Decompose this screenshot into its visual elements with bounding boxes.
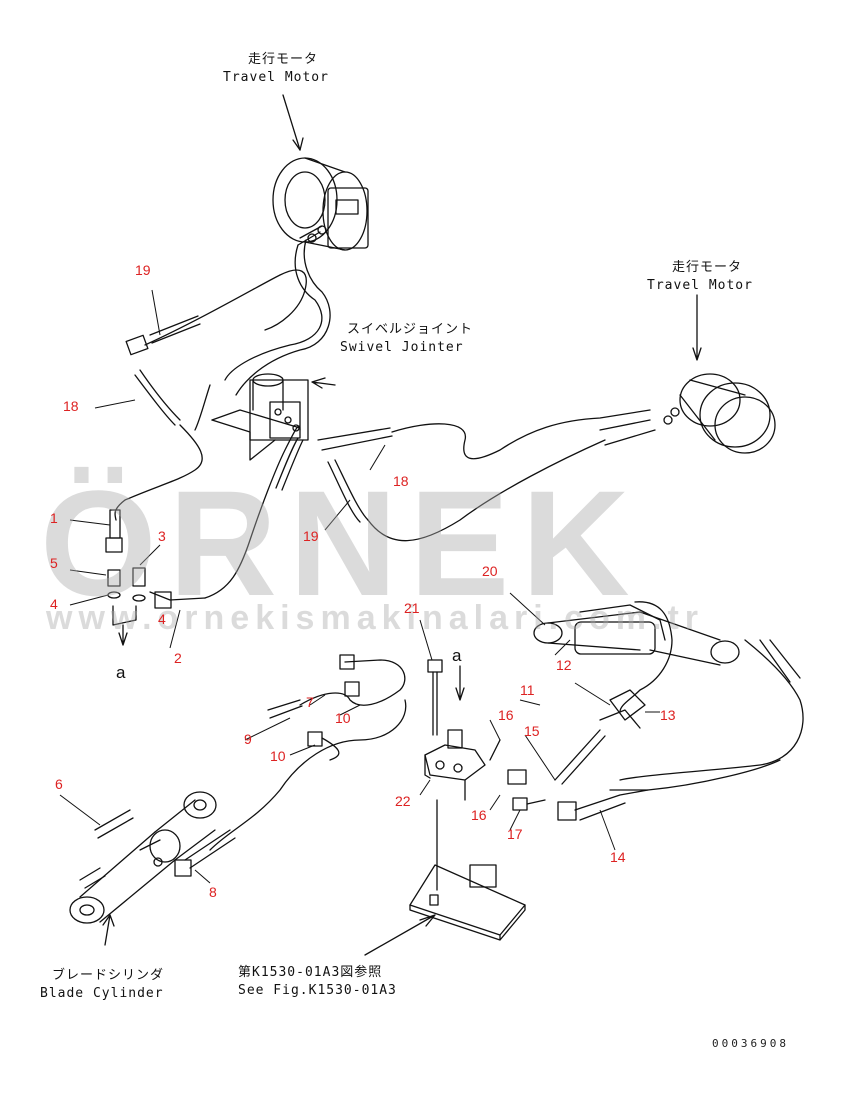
mount-plate — [409, 864, 526, 941]
part-number: 9 — [244, 731, 252, 747]
label-swivel-jp: スイベルジョイント — [347, 322, 474, 337]
part-number: 6 — [55, 776, 63, 792]
label-swivel-en: Swivel Jointer — [340, 340, 464, 355]
figure-code: 00036908 — [712, 1037, 789, 1050]
part-number: 22 — [395, 793, 411, 809]
marker-a-top: a — [452, 646, 462, 665]
label-motor-right-jp: 走行モータ — [671, 260, 742, 275]
part-number: 21 — [404, 600, 420, 616]
travel-motor-right — [663, 373, 776, 454]
part-number: 4 — [158, 611, 166, 627]
marker-a-left: a — [116, 663, 126, 682]
label-motor-top-en: Travel Motor — [223, 70, 329, 85]
part-number: 7 — [306, 694, 314, 710]
part-number: 10 — [270, 748, 286, 764]
part-number: 20 — [482, 563, 498, 579]
part-number: 4 — [50, 596, 58, 612]
part-number: 8 — [209, 884, 217, 900]
watermark-logo: ÖRNEK — [40, 459, 642, 627]
part-number: 1 — [50, 510, 58, 526]
part-number: 10 — [335, 710, 351, 726]
part-number: 17 — [507, 826, 523, 842]
part-number: 2 — [174, 650, 182, 666]
watermark-url: www.ornekismakinalari.com.tr — [46, 599, 705, 637]
part-number: 16 — [498, 707, 514, 723]
label-motor-top-jp: 走行モータ — [247, 52, 318, 67]
part-number: 12 — [556, 657, 572, 673]
blade-cylinder — [69, 791, 217, 924]
part-number: 16 — [471, 807, 487, 823]
part-number: 15 — [524, 723, 540, 739]
part-number: 18 — [393, 473, 409, 489]
part-number: 13 — [660, 707, 676, 723]
label-see-jp: 第K1530-01A3図参照 — [238, 965, 383, 980]
part-number: 14 — [610, 849, 626, 865]
label-blade-jp: ブレードシリンダ — [52, 968, 165, 983]
part-number: 19 — [303, 528, 319, 544]
part-number: 11 — [520, 682, 535, 698]
part-number: 5 — [50, 555, 58, 571]
travel-motor-top — [272, 157, 369, 251]
label-motor-right-en: Travel Motor — [647, 278, 753, 293]
label-blade-en: Blade Cylinder — [40, 986, 164, 1001]
part-number: 3 — [158, 528, 166, 544]
label-see-en: See Fig.K1530-01A3 — [238, 983, 397, 998]
swivel-joint — [211, 373, 309, 461]
valve-block — [424, 729, 486, 801]
part-number: 18 — [63, 398, 79, 414]
part-number: 19 — [135, 262, 151, 278]
